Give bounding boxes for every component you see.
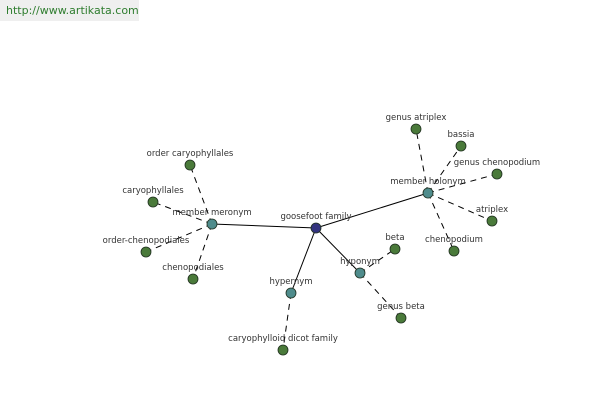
term-label-order-caryophyllales[interactable]: order caryophyllales	[147, 149, 234, 159]
term-node-chenopodiales[interactable]	[187, 273, 199, 285]
term-node-genus-beta[interactable]	[395, 312, 407, 324]
edge-center-to-member-meronym	[211, 223, 317, 229]
labels-layer: goosefoot family member holonym genus atri…	[103, 113, 541, 344]
relation-label-hyponym[interactable]: hyponym	[340, 257, 380, 267]
nodes-layer	[140, 123, 503, 356]
term-label-genus-beta[interactable]: genus beta	[377, 302, 425, 312]
term-node-bassia[interactable]	[455, 140, 467, 152]
relation-node-hyponym[interactable]	[354, 267, 366, 279]
relation-node-member-meronym[interactable]	[206, 218, 218, 230]
edge-member-holonym-to-genus-chenopodium	[427, 173, 498, 194]
term-label-caryophyllales[interactable]: caryophyllales	[122, 186, 184, 196]
term-node-genus-atriplex[interactable]	[410, 123, 422, 135]
edge-center-to-hyponym	[315, 227, 361, 274]
term-node-order-caryophyllales[interactable]	[184, 159, 196, 171]
edge-center-to-member-holonym	[315, 192, 429, 229]
edge-center-to-hypernym	[290, 227, 317, 294]
center-node-label[interactable]: goosefoot family	[280, 212, 351, 222]
term-node-genus-chenopodium[interactable]	[491, 168, 503, 180]
edge-member-holonym-to-bassia	[427, 145, 462, 194]
term-node-beta[interactable]	[389, 243, 401, 255]
term-label-genus-atriplex[interactable]: genus atriplex	[386, 113, 447, 123]
term-label-chenopodiales[interactable]: chenopodiales	[162, 263, 224, 273]
edge-member-holonym-to-atriplex	[427, 192, 493, 222]
relation-label-member-meronym[interactable]: member meronym	[172, 208, 251, 218]
edges-layer	[145, 128, 498, 351]
term-label-atriplex[interactable]: atriplex	[476, 205, 508, 215]
term-node-atriplex[interactable]	[486, 215, 498, 227]
relation-label-hypernym[interactable]: hypernym	[269, 277, 312, 287]
site-url-link[interactable]: http://www.artikata.com	[0, 0, 139, 21]
relation-node-member-holonym[interactable]	[422, 187, 434, 199]
term-node-chenopodium[interactable]	[448, 245, 460, 257]
term-node-caryophyllales[interactable]	[147, 196, 159, 208]
edge-member-meronym-to-chenopodiales	[192, 223, 213, 280]
term-node-caryophylloid-dicot-family[interactable]	[277, 344, 289, 356]
center-node[interactable]	[310, 222, 322, 234]
edge-hypernym-to-caryophylloid-dicot-family	[282, 292, 292, 351]
term-label-bassia[interactable]: bassia	[447, 130, 474, 140]
term-label-genus-chenopodium[interactable]: genus chenopodium	[454, 158, 540, 168]
term-label-chenopodium[interactable]: chenopodium	[425, 235, 483, 245]
term-label-order-chenopodiales[interactable]: order-chenopodiales	[103, 236, 190, 246]
edge-member-meronym-to-order-chenopodiales	[145, 223, 213, 253]
term-label-caryophylloid-dicot-family[interactable]: caryophylloid dicot family	[228, 334, 338, 344]
relation-label-member-holonym[interactable]: member holonym	[390, 177, 465, 187]
edge-hyponym-to-beta	[359, 248, 396, 274]
term-node-order-chenopodiales[interactable]	[140, 246, 152, 258]
relation-node-hypernym[interactable]	[285, 287, 297, 299]
term-label-beta[interactable]: beta	[385, 233, 404, 243]
